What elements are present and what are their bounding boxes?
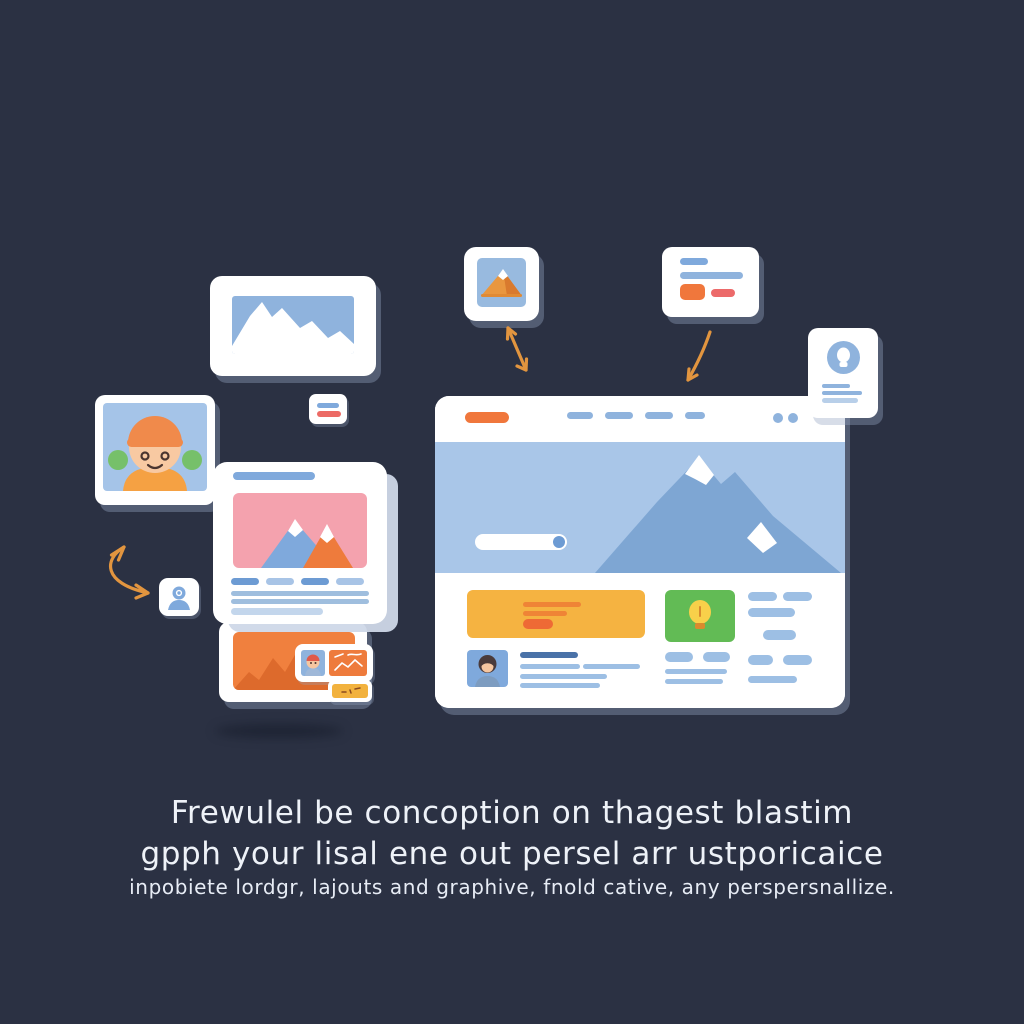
nav-item: [605, 412, 633, 419]
pink-image: [233, 493, 367, 568]
image-card-large: [210, 276, 376, 376]
thumb-card-square: [464, 247, 539, 321]
text-line: [520, 674, 607, 679]
list-pill: [763, 630, 796, 640]
accent-pill: [711, 289, 735, 297]
woman-avatar-icon: [475, 655, 500, 687]
caption-line-1: Frewulel be concoption on thagest blasti…: [170, 795, 854, 831]
mountain-icon: [261, 519, 353, 568]
text-line: [680, 272, 743, 279]
banner-button: [523, 619, 553, 629]
text-line: [520, 683, 600, 688]
idea-tile: [665, 590, 735, 642]
hero-section: [435, 442, 845, 573]
mini-yellow-card: [328, 680, 372, 702]
browser-header: [435, 396, 845, 442]
article-card: [213, 462, 387, 624]
header-dot: [788, 413, 798, 423]
text-line: [665, 679, 723, 684]
avatar-card: [95, 395, 215, 505]
text-line: [520, 664, 580, 669]
text-line: [822, 398, 858, 403]
mini-text-card: [309, 394, 347, 424]
image-thumbnail: [477, 258, 526, 307]
mini-image-thumb: [329, 650, 367, 676]
mini-thumbs-card: [295, 644, 373, 682]
text-line: [583, 664, 640, 669]
hero-mountain-icon: [595, 455, 841, 573]
header-dot: [773, 413, 783, 423]
double-arrow-icon: [505, 326, 529, 372]
sketch-marks-icon: [341, 687, 361, 694]
banner-line: [523, 611, 567, 616]
image-thumbnail: [232, 296, 354, 354]
logo-block: [465, 412, 509, 423]
list-pill: [783, 655, 812, 665]
nav-item: [567, 412, 593, 419]
person-icon: [305, 654, 321, 676]
caption-line-2: gpph your lisal ene out persel arr ustpo…: [140, 836, 884, 872]
person-chip: [159, 578, 199, 616]
tab-pill: [301, 578, 329, 585]
ground-shadow: [215, 724, 343, 738]
list-pill: [783, 592, 812, 601]
text-line: [317, 411, 341, 417]
list-pill: [748, 655, 773, 665]
tab-pill: [266, 578, 294, 585]
text-line: [822, 391, 862, 395]
browser-window: [435, 396, 845, 708]
list-pill: [665, 652, 693, 662]
yellow-image: [332, 684, 368, 698]
lightbulb-icon: [837, 347, 850, 367]
list-pill: [748, 592, 777, 601]
idea-profile-card: [808, 328, 878, 418]
text-line: [665, 669, 727, 674]
search-button-dot: [553, 536, 565, 548]
tab-pill: [336, 578, 364, 585]
text-block-card: [662, 247, 759, 317]
caption-line-3: inpobiete lordgr, lajouts and graphive, …: [129, 875, 895, 899]
nav-item: [645, 412, 673, 419]
text-line: [231, 591, 369, 596]
lightbulb-icon: [689, 600, 711, 629]
mountain-icon: [232, 302, 354, 354]
text-line: [231, 599, 369, 604]
down-arrow-icon: [686, 330, 712, 382]
text-line: [680, 258, 708, 265]
mini-avatar-thumb: [301, 650, 325, 676]
title-line: [233, 472, 315, 480]
banner-line: [523, 602, 581, 607]
nav-item: [685, 412, 705, 419]
headline-line: [520, 652, 578, 658]
text-line: [822, 384, 850, 388]
text-line: [231, 608, 323, 615]
banner-card: [467, 590, 645, 638]
icon-circle: [827, 341, 860, 374]
sketch-lines-icon: [334, 653, 363, 671]
person-icon: [168, 586, 190, 610]
person-avatar-icon: [108, 416, 202, 491]
avatar-photo: [103, 403, 207, 491]
mountain-icon: [481, 269, 522, 297]
content-section: [435, 573, 845, 708]
list-pill: [703, 652, 730, 662]
text-line: [748, 676, 797, 683]
tab-pill: [231, 578, 259, 585]
search-bar: [475, 534, 567, 550]
list-pill: [748, 608, 795, 617]
curved-arrow-icon: [108, 545, 150, 600]
text-line: [317, 403, 339, 408]
button-block: [680, 284, 705, 300]
avatar-tile: [467, 650, 508, 687]
